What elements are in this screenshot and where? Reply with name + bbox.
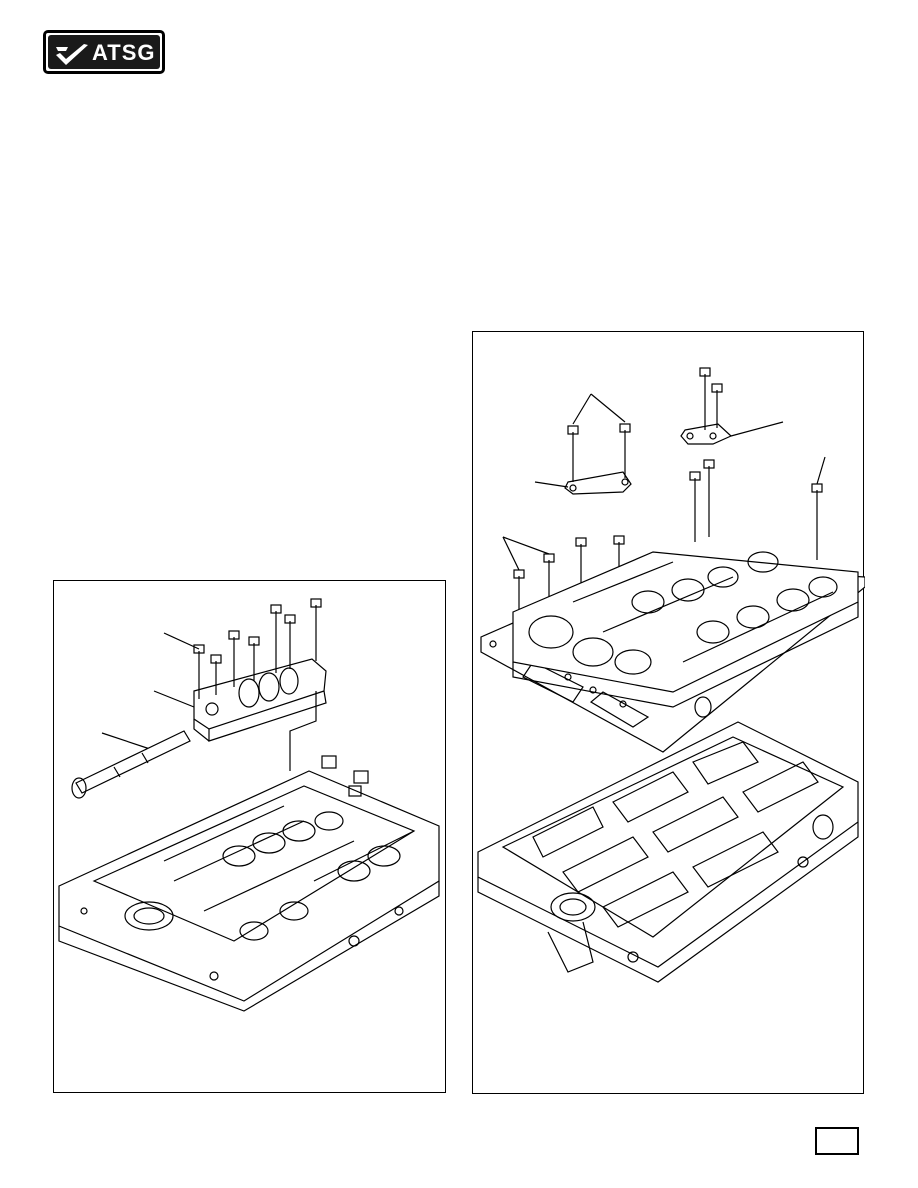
figure-left-panel [53,580,446,1093]
bolts-left [193,598,322,699]
page-number-box [815,1127,859,1155]
bracket-left [564,471,632,495]
callout-leader-2 [153,690,195,708]
figure-right-panel [472,331,865,1094]
main-valve-body [58,770,440,1012]
solenoid-body-block [193,658,327,742]
callout-leader-g [502,536,550,555]
bracket-right [680,423,733,445]
callout-leader-1 [163,632,200,650]
callout-leader-d [730,421,784,437]
valve-sleeve [71,730,191,799]
lower-valve-body [477,721,859,983]
callout-leader-e [816,456,826,485]
solenoid-connectors [321,755,369,797]
atsg-logo: ATSG [43,30,165,74]
valve-body-illustration-left [58,598,440,1012]
callout-leader-f [502,536,520,571]
callout-leader-b [590,393,626,423]
logo-text: ATSG [92,40,156,65]
alignment-line [289,691,317,771]
callout-leader-c [534,481,569,488]
valve-body-illustration-right [477,367,865,983]
logo-background: ATSG [48,35,160,69]
checkmark-wing-icon [56,44,88,65]
upper-valve-body [512,551,859,718]
callout-leader-a [572,393,592,425]
callout-leader-3 [101,732,151,750]
